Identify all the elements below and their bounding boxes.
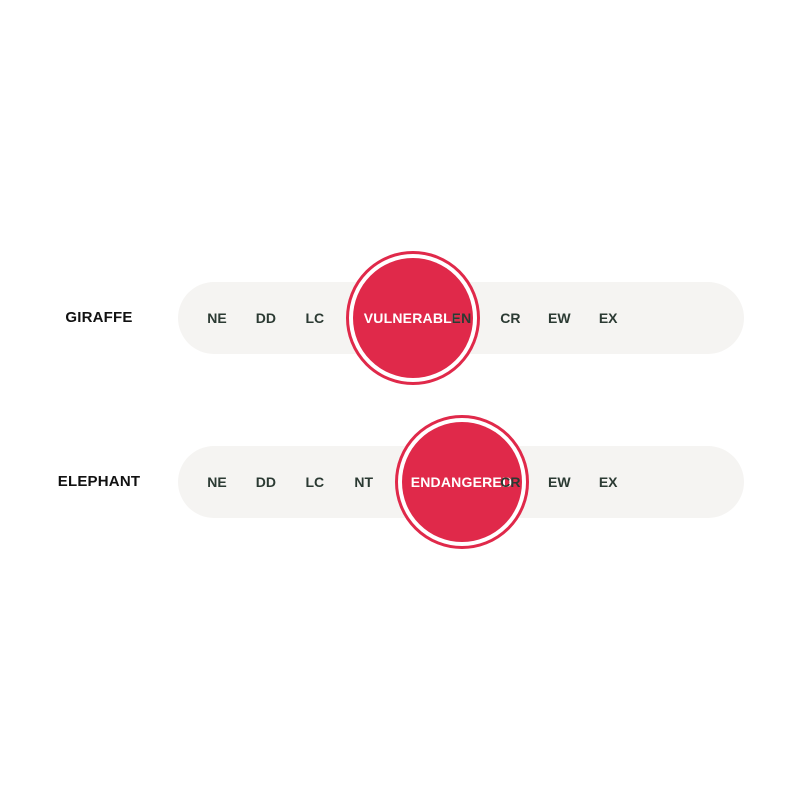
- status-ew: EW: [548, 474, 571, 490]
- status-lc: LC: [305, 474, 325, 490]
- status-badge-fill: VULNERABLE: [352, 258, 473, 378]
- status-nt: NT: [354, 474, 374, 490]
- status-badge-en: ENDANGERED: [394, 415, 529, 549]
- status-dd: DD: [255, 310, 276, 326]
- giraffe-row: GIRAFFE NEDDLCNTVULNERABLEENCREWEX: [0, 251, 800, 385]
- status-badge-label: VULNERABLE: [363, 310, 462, 326]
- status-badge-label: ENDANGERED: [410, 474, 513, 490]
- status-ex: EX: [598, 474, 618, 490]
- status-track: NEDDLCNTVULNERABLEENCREWEX: [178, 251, 744, 385]
- elephant-row: ELEPHANT NEDDLCNTVUENDANGEREDCREWEX: [0, 415, 800, 549]
- species-label: ELEPHANT: [57, 473, 141, 490]
- status-track: NEDDLCNTVUENDANGEREDCREWEX: [178, 415, 744, 549]
- species-label: GIRAFFE: [65, 309, 133, 326]
- status-badge-fill: ENDANGERED: [401, 422, 522, 542]
- status-ne: NE: [207, 474, 227, 490]
- status-dd: DD: [255, 474, 276, 490]
- status-en: EN: [451, 310, 472, 326]
- status-ne: NE: [207, 310, 227, 326]
- status-ex: EX: [598, 310, 618, 326]
- status-ew: EW: [548, 310, 571, 326]
- status-cr: CR: [500, 474, 521, 490]
- status-lc: LC: [305, 310, 325, 326]
- status-badge-vu: VULNERABLE: [345, 251, 480, 385]
- status-cr: CR: [500, 310, 521, 326]
